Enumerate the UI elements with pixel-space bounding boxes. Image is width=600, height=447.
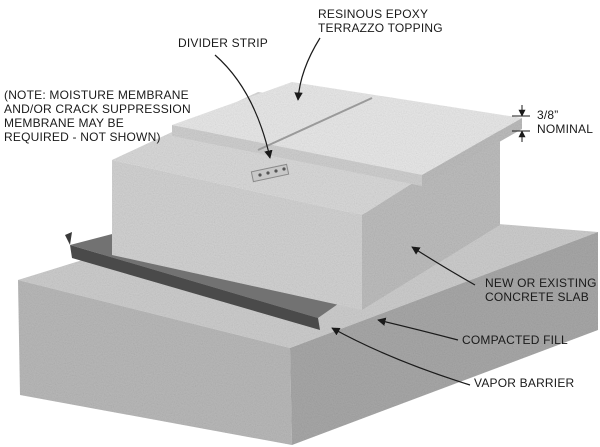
thickness-line-2: NOMINAL — [537, 122, 594, 136]
concrete-slab-label: NEW OR EXISTING CONCRETE SLAB — [485, 276, 597, 304]
slab-line-1: NEW OR EXISTING — [485, 276, 597, 290]
leader-fill — [377, 317, 459, 341]
divider-strip — [250, 97, 373, 183]
thickness-dimension — [512, 105, 530, 142]
fill-label-text: COMPACTED FILL — [462, 333, 568, 347]
vapor-label-text: VAPOR BARRIER — [474, 376, 575, 390]
thickness-line-1: 3/8” — [537, 108, 559, 122]
divider-strip-label: DIVIDER STRIP — [178, 36, 268, 50]
resinous-label-line-2: TERRAZZO TOPPING — [318, 21, 443, 35]
resinous-topping-label: RESINOUS EPOXY TERRAZZO TOPPING — [318, 7, 443, 35]
note-line-2: AND/OR CRACK SUPPRESSION — [4, 102, 191, 116]
note-label: (NOTE: MOISTURE MEMBRANE AND/OR CRACK SU… — [4, 88, 191, 144]
note-line-3: MEMBRANE MAY BE — [4, 116, 124, 130]
compacted-fill-label: COMPACTED FILL — [462, 333, 568, 347]
leader-slab — [411, 246, 476, 286]
leader-divider — [214, 54, 273, 159]
leader-vapor — [331, 327, 471, 386]
note-line-1: (NOTE: MOISTURE MEMBRANE — [4, 88, 189, 102]
resinous-label-line-1: RESINOUS EPOXY — [318, 7, 429, 21]
thickness-label: 3/8” NOMINAL — [537, 108, 593, 136]
leader-resinous — [294, 37, 321, 101]
divider-label-text: DIVIDER STRIP — [178, 36, 268, 50]
vapor-barrier-label: VAPOR BARRIER — [474, 376, 574, 390]
terrazzo-topping-layer — [172, 82, 522, 186]
slab-line-2: CONCRETE SLAB — [485, 290, 589, 304]
note-line-4: REQUIRED - NOT SHOWN) — [4, 130, 161, 144]
